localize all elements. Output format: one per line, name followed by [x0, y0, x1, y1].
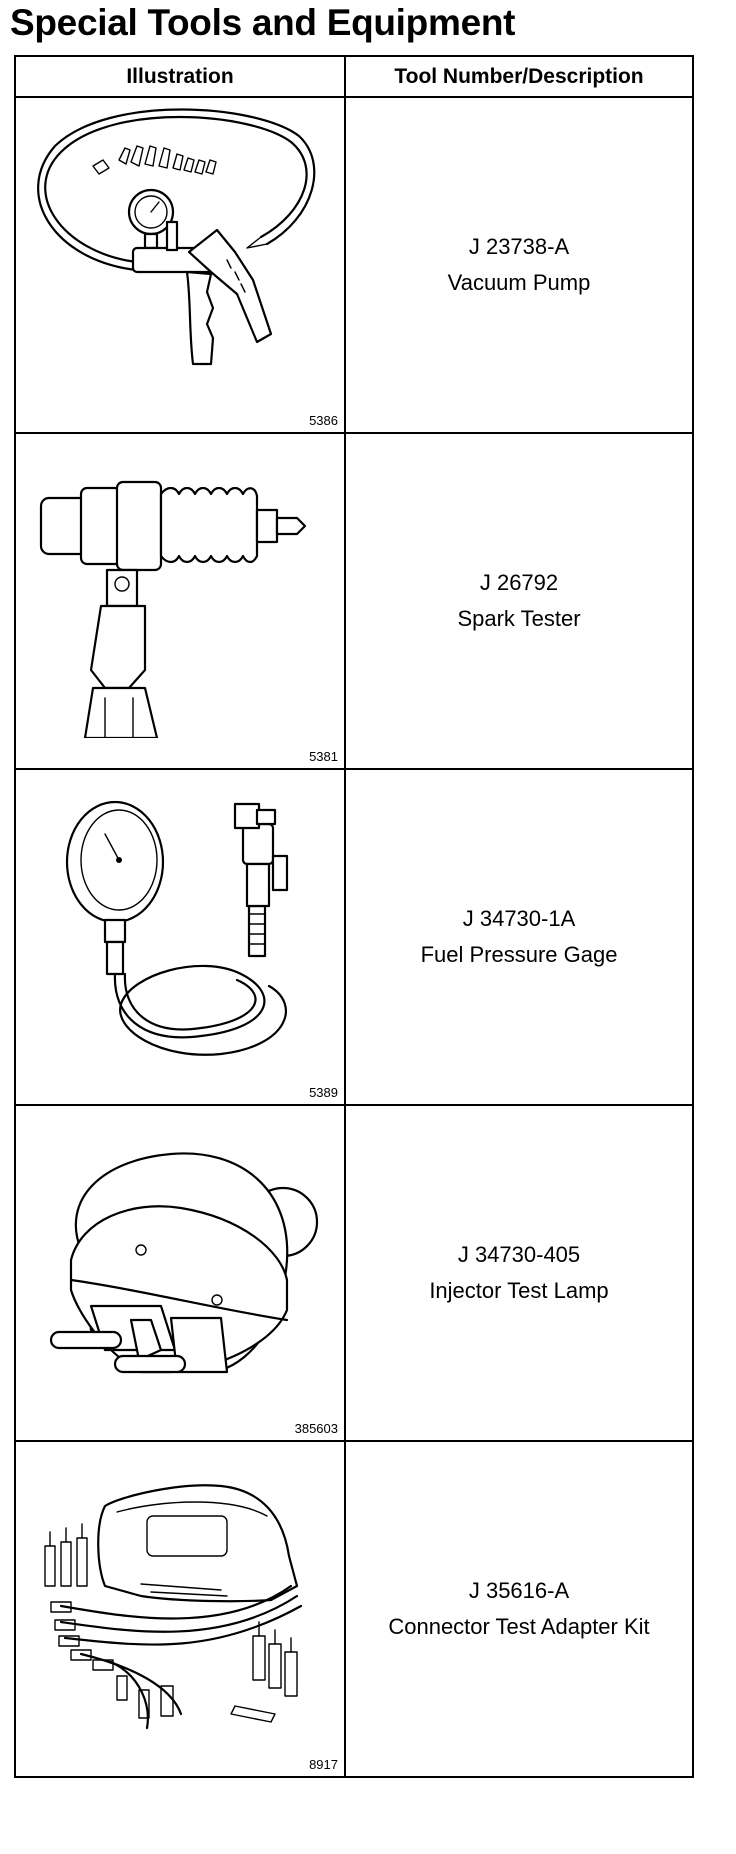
- spark-tester-icon: [39, 480, 307, 738]
- description-cell: J 23738-A Vacuum Pump: [344, 96, 694, 434]
- tool-description: Injector Test Lamp: [429, 1278, 609, 1303]
- table-row: 5386 J 23738-A Vacuum Pump: [14, 96, 694, 434]
- page-title: Special Tools and Equipment: [10, 2, 516, 43]
- description-cell: J 34730-1A Fuel Pressure Gage: [344, 768, 694, 1106]
- injector-test-lamp-icon: [49, 1152, 319, 1374]
- tool-description: Connector Test Adapter Kit: [388, 1614, 650, 1639]
- tool-description: Fuel Pressure Gage: [420, 942, 618, 967]
- connector-test-adapter-kit-icon: [44, 1484, 303, 1730]
- illustration-cell: 8917: [14, 1440, 346, 1778]
- figure-number: 385603: [294, 1421, 338, 1436]
- figure-number: 5381: [309, 749, 338, 764]
- description-cell: J 34730-405 Injector Test Lamp: [344, 1104, 694, 1442]
- table-row: 8917 J 35616-A Connector Test Adapter Ki…: [14, 1440, 694, 1778]
- illustration-cell: 5386: [14, 96, 346, 434]
- column-header-description: Tool Number/Description: [344, 55, 694, 98]
- table-row: 385603 J 34730-405 Injector Test Lamp: [14, 1104, 694, 1442]
- tool-number: J 34730-1A: [462, 906, 576, 931]
- description-cell: J 35616-A Connector Test Adapter Kit: [344, 1440, 694, 1778]
- tool-number: J 26792: [479, 570, 559, 595]
- tool-number: J 34730-405: [457, 1242, 581, 1267]
- description-cell: J 26792 Spark Tester: [344, 432, 694, 770]
- vacuum-pump-icon: [37, 108, 316, 366]
- column-header-illustration: Illustration: [14, 55, 346, 98]
- table-header-row: Illustration Tool Number/Description: [14, 55, 694, 98]
- illustration-cell: 5381: [14, 432, 346, 770]
- figure-number: 8917: [309, 1757, 338, 1772]
- tools-table: Illustration Tool Number/Description: [14, 55, 694, 1778]
- tool-description: Vacuum Pump: [447, 270, 591, 295]
- tool-number: J 35616-A: [468, 1578, 570, 1603]
- figure-number: 5389: [309, 1085, 338, 1100]
- figure-number: 5386: [309, 413, 338, 428]
- illustration-cell: 5389: [14, 768, 346, 1106]
- table-row: 5381 J 26792 Spark Tester: [14, 432, 694, 770]
- table-row: 5389 J 34730-1A Fuel Pressure Gage: [14, 768, 694, 1106]
- fuel-pressure-gage-icon: [65, 800, 289, 1056]
- illustration-cell: 385603: [14, 1104, 346, 1442]
- tool-number: J 23738-A: [468, 234, 570, 259]
- tool-description: Spark Tester: [457, 606, 581, 631]
